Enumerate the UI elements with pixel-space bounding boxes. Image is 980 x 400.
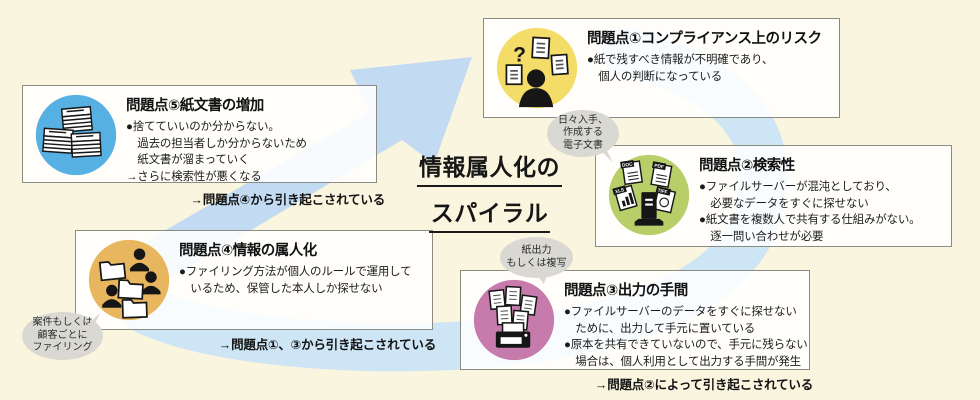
svg-text:PDF: PDF <box>654 163 665 171</box>
bubble-digital-docs: 日々入手、 作成する 電子文書 <box>547 110 619 157</box>
problem-heading-3: 問題点③出力の手間 <box>564 283 688 299</box>
folders-group <box>98 260 148 319</box>
diagram-title-line2: スパイラル <box>428 194 551 233</box>
svg-text:DOC: DOC <box>622 161 634 168</box>
problem-box-3: 問題点③出力の手間 ●ファイルサーバーのデータをすぐに探せない ために、出力して… <box>460 270 810 370</box>
problem-box-5: 問題点⑤紙文書の増加 ●捨てていいのか分からない。 過去の担当者しか分からないた… <box>22 85 377 183</box>
printer-silhouette <box>495 322 531 348</box>
problem-box-2: DOC PDF XLS TIFF 問題点②検索性 ●ファイルサーバーが混沌とし <box>595 145 952 247</box>
printer-documents-icon <box>473 279 555 361</box>
problem-body-5: ●捨てていいのか分からない。 過去の担当者しか分からないため 紙文書が溜まってい… <box>126 121 307 184</box>
paper-stacks-icon <box>35 94 117 176</box>
bubble-filing: 案件もしくは 顧客ごとに ファイリング <box>22 312 103 360</box>
person-silhouette <box>518 69 554 108</box>
problem-body-4: ●ファイリング方法が個人のルールで運用して いるため、保管した本人しか探せない <box>179 266 412 295</box>
problem-caption-3: →問題点②によって引き起こされている <box>594 378 813 392</box>
server-silhouette <box>634 192 664 226</box>
problem-heading-1: 問題点①コンプライアンス上のリスク <box>587 31 822 47</box>
problem-caption-4: →問題点①、③から引き起こされている <box>218 338 436 352</box>
people-silhouettes <box>102 248 161 308</box>
file-server-icon: DOC PDF XLS TIFF <box>608 154 690 236</box>
problem-heading-2: 問題点②検索性 <box>699 158 795 174</box>
paper-stack-group <box>42 105 102 158</box>
problem-caption-5: →問題点④から引き起こされている <box>190 193 385 207</box>
question-mark: ? <box>513 43 526 66</box>
file-doc: DOC <box>620 159 644 186</box>
person-question-documents-icon: ? <box>496 27 578 109</box>
svg-text:TIFF: TIFF <box>657 188 668 196</box>
problem-body-1: ●紙で残すべき情報が不明確であり、 個人の判断になっている <box>587 54 774 83</box>
file-tiff: TIFF <box>652 186 677 214</box>
documents-group <box>505 36 569 86</box>
file-xls: XLS <box>612 184 638 212</box>
problem-heading-4: 問題点④情報の属人化 <box>179 243 317 259</box>
problem-body-2: ●ファイルサーバーが混沌としており、 必要なデータをすぐに探せない ●紙文書を複… <box>699 181 921 244</box>
svg-text:XLS: XLS <box>614 187 625 195</box>
diagram-title-line1: 情報属人化の <box>417 148 562 187</box>
problem-box-4: 問題点④情報の属人化 ●ファイリング方法が個人のルールで運用して いるため、保管… <box>75 230 433 330</box>
bubble-paper-output: 紙出力 もしくは複写 <box>500 237 573 278</box>
folders-people-icon <box>88 239 170 321</box>
problem-box-1: ? 問題点①コンプライアンス上のリスク ●紙で残すべき情報が不明確であり、 個人… <box>483 18 840 118</box>
file-pdf: PDF <box>650 161 673 188</box>
diagram-title: 情報属人化の スパイラル <box>402 148 577 233</box>
problem-heading-5: 問題点⑤紙文書の増加 <box>126 98 264 114</box>
problem-body-3: ●ファイルサーバーのデータをすぐに探せない ために、出力して手元に置いている ●… <box>564 306 808 369</box>
